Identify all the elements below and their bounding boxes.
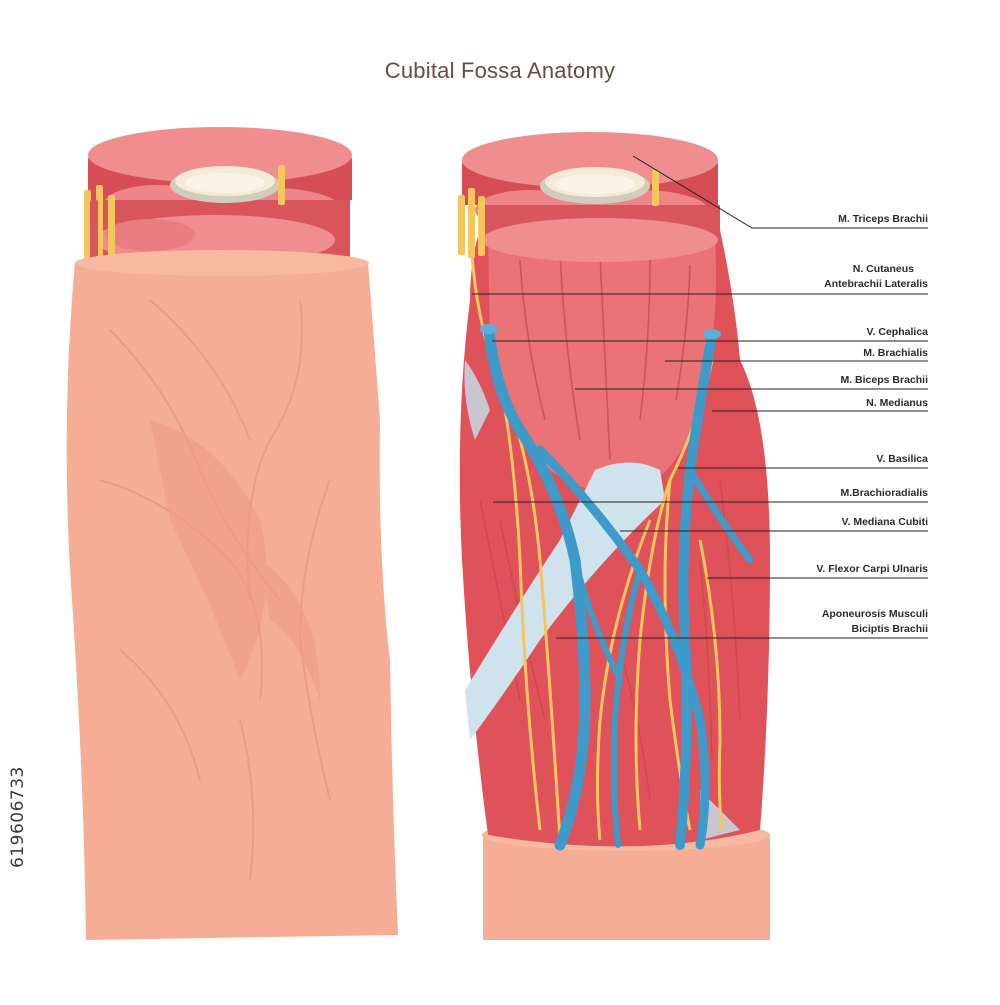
right-arm-skin-cuff: [483, 835, 770, 940]
right-arm-dissected: [458, 132, 770, 940]
label-flexor-carpi-ulnaris: V. Flexor Carpi Ulnaris: [816, 563, 928, 575]
label-triceps-brachii: M. Triceps Brachii: [838, 213, 928, 225]
label-cutaneus-line1: N. Cutaneus: [852, 263, 914, 275]
leader-lines: [472, 155, 928, 639]
label-cephalica: V. Cephalica: [866, 326, 928, 338]
right-arm-cross-section: [458, 132, 720, 262]
label-brachioradialis: M.Brachioradialis: [840, 487, 928, 499]
diagram-title: Cubital Fossa Anatomy: [384, 58, 616, 83]
label-aponeurosis-line1: Aponeurosis Musculi: [821, 608, 928, 620]
label-biceps-brachii: M. Biceps Brachii: [840, 374, 928, 386]
veins: [483, 324, 754, 851]
biceps-brachii: [488, 240, 716, 493]
label-aponeurosis-line2: Biciptis Brachii: [851, 623, 928, 635]
label-basilica: V. Basilica: [876, 453, 928, 465]
left-arm-skin: [66, 127, 399, 940]
label-mediana-cubiti: V. Mediana Cubiti: [841, 516, 928, 528]
label-cutaneus-line2: Antebrachii Lateralis: [824, 278, 928, 290]
label-aponeurosis: Aponeurosis Musculi Biciptis Brachii: [822, 607, 928, 637]
stock-id: 619606733: [8, 766, 28, 868]
label-medianus: N. Medianus: [866, 397, 928, 409]
label-cutaneus: N. Cutaneus Antebrachii Lateralis: [824, 262, 928, 292]
leader-triceps: [632, 155, 928, 229]
left-arm-cross-section: [84, 127, 352, 265]
label-brachialis: M. Brachialis: [863, 347, 928, 359]
